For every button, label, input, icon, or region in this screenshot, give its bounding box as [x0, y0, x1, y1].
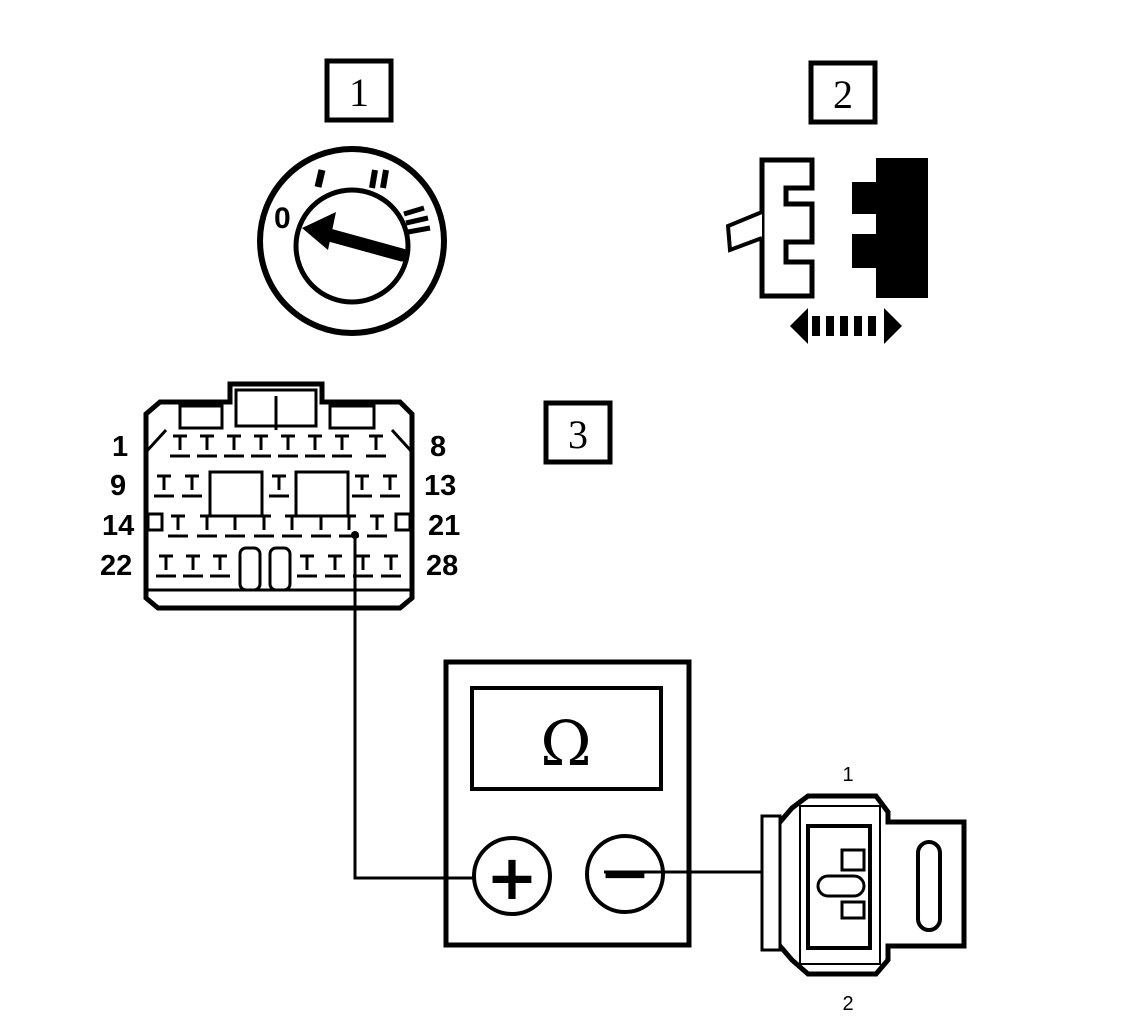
row1-right-label: 8	[430, 431, 446, 463]
pin-terminal	[325, 554, 345, 578]
row2-right-label: 13	[424, 470, 456, 502]
plus-sign: +	[486, 841, 538, 914]
step-3-label: 3	[543, 400, 613, 465]
pin-terminal	[366, 434, 386, 458]
pin-terminal	[380, 474, 400, 498]
ohmmeter: Ω + −	[443, 659, 692, 948]
svg-text:2: 2	[833, 72, 853, 117]
disconnect-connector-icon	[725, 157, 928, 344]
ohm-symbol: Ω	[540, 707, 591, 780]
ignition-switch-icon: 0	[257, 146, 447, 336]
row1-left-label: 1	[112, 431, 128, 463]
pin-terminal	[197, 434, 217, 458]
pin-terminal	[210, 554, 230, 578]
pin-terminal	[332, 434, 352, 458]
pin-terminal	[183, 554, 203, 578]
step-2-label: 2	[808, 60, 878, 125]
pin-terminal	[278, 434, 298, 458]
pin-terminal	[269, 474, 289, 498]
meter-display	[470, 686, 663, 791]
pin-terminal	[168, 514, 188, 538]
pin-terminal	[251, 434, 271, 458]
row3-right-label: 21	[428, 510, 460, 542]
pin-terminal	[305, 434, 325, 458]
pin-terminal	[224, 434, 244, 458]
row4-left-label: 22	[100, 550, 132, 582]
svg-text:1: 1	[349, 70, 369, 115]
pin-terminal	[154, 474, 174, 498]
connector-28-pin	[143, 381, 415, 611]
pin-terminal	[352, 474, 372, 498]
pin-terminal	[367, 514, 387, 538]
negative-terminal	[585, 834, 665, 914]
pin-terminal	[297, 554, 317, 578]
svg-text:3: 3	[568, 412, 588, 457]
pin-terminal	[156, 554, 176, 578]
sensor-connector: 1 2	[760, 764, 967, 1015]
sensor-pin-2-label: 2	[842, 993, 853, 1015]
row4-right-label: 28	[426, 550, 458, 582]
positive-terminal	[472, 836, 552, 916]
pin-terminal	[381, 554, 401, 578]
pin-terminal	[170, 434, 190, 458]
row3-left-label: 14	[102, 510, 134, 542]
pin-terminal	[182, 474, 202, 498]
row2-left-label: 9	[110, 470, 126, 502]
step-1-label: 1	[324, 58, 394, 123]
sensor-pin-1-label: 1	[842, 764, 853, 786]
position-0-mark: 0	[274, 202, 291, 235]
